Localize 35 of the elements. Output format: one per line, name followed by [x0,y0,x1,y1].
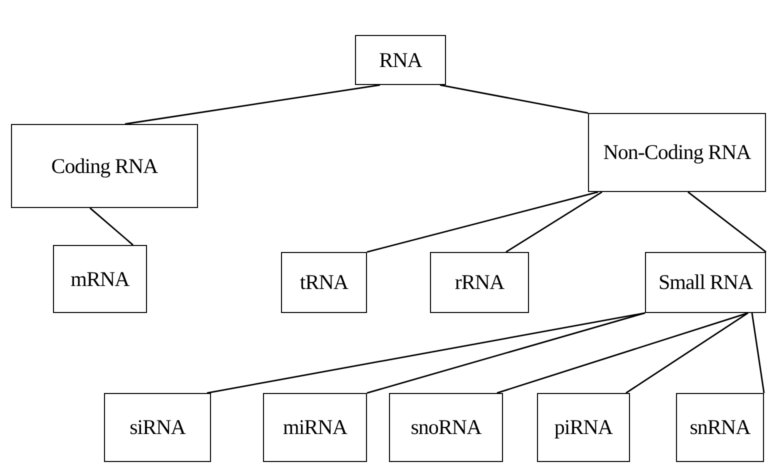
connector-line [366,312,646,394]
connector-line [366,191,598,253]
category-box [104,393,211,462]
connector-line [626,312,748,394]
category-box [389,393,503,462]
box-label: Small RNA [658,269,753,296]
box-label: RNA [379,46,422,74]
connector-line [751,312,765,394]
connector-line [506,191,602,253]
box-label: Coding RNA [51,152,158,180]
category-box [355,35,446,85]
connector-line [688,191,766,253]
category-box [537,393,630,462]
box-label: snRNA [690,414,750,441]
connector-line [496,312,748,394]
category-box [11,124,198,208]
box-label: rRNA [454,269,504,296]
box-label: Non-Coding RNA [603,139,751,166]
box-label: tRNA [300,269,348,296]
category-box [263,393,367,462]
connector-line [90,207,134,246]
category-box [430,252,529,313]
box-label: miRNA [282,414,347,441]
box-label: mRNA [70,266,130,292]
category-box [281,252,367,313]
connector-line [124,84,380,125]
category-box [588,113,766,192]
box-label: siRNA [130,414,186,441]
category-box [53,245,147,313]
box-label: piRNA [554,414,613,441]
connector-line [206,312,646,394]
category-box [645,252,766,313]
box-label: snoRNA [410,414,482,441]
connector-line [440,84,588,114]
category-box [676,393,764,462]
